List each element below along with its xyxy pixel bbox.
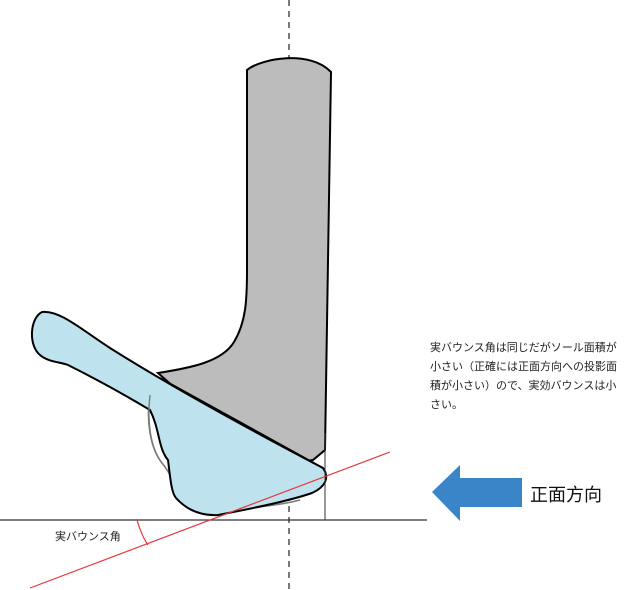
bounce-angle-label: 実バウンス角 (55, 530, 121, 543)
note-line-3: 積が小さい）ので、実効バウンスは小 (430, 379, 617, 392)
bounce-angle-line (29, 451, 391, 589)
ghost-lower-edge (148, 394, 163, 464)
leading-edge-line (159, 377, 324, 469)
explanation-note: 実バウンス角は同じだがソール面積が 小さい（正確には正面方向への投影面 積が小さ… (430, 338, 637, 414)
direction-label: 正面方向 (530, 485, 602, 506)
clubhead (31, 310, 328, 517)
note-line-2: 小さい（正確には正面方向への投影面 (430, 360, 617, 373)
note-line-1: 実バウンス角は同じだがソール面積が (430, 341, 617, 354)
left-arrow-icon (432, 465, 522, 521)
note-line-4: さい。 (430, 398, 463, 411)
bounce-angle-arc (136, 519, 149, 546)
